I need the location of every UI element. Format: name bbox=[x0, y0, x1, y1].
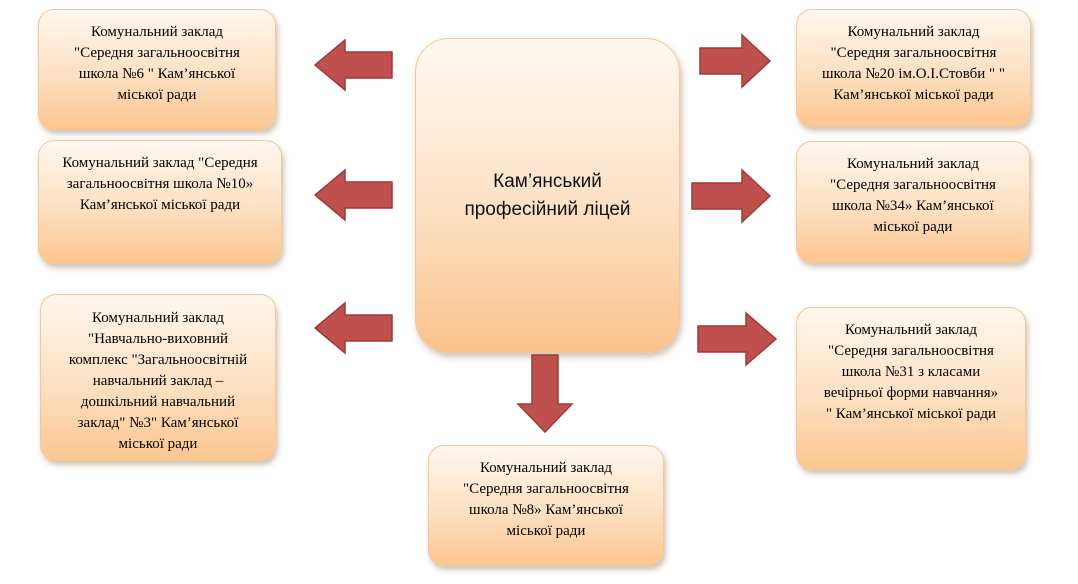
node-school-8-label: Комунальний заклад "Середня загальноосві… bbox=[463, 460, 629, 539]
arrow-to-school-10 bbox=[313, 168, 393, 222]
arrow-to-complex-3 bbox=[313, 301, 393, 355]
node-school-20-label: Комунальний заклад "Середня загальноосві… bbox=[821, 24, 1006, 103]
center-node-label: Кам’янський професійний ліцей bbox=[464, 170, 631, 220]
node-school-10: Комунальний заклад "Середня загальноосві… bbox=[38, 140, 282, 264]
node-school-8: Комунальний заклад "Середня загальноосві… bbox=[428, 445, 664, 566]
node-school-34-label: Комунальний заклад "Середня загальноосві… bbox=[830, 156, 996, 235]
arrow-to-school-6 bbox=[313, 38, 393, 92]
center-node-lyceum: Кам’янський професійний ліцей bbox=[415, 38, 680, 353]
node-complex-3: Комунальний заклад "Навчально-виховний к… bbox=[40, 294, 276, 461]
node-school-31: Комунальний заклад "Середня загальноосві… bbox=[796, 307, 1026, 470]
node-school-20: Комунальний заклад "Середня загальноосві… bbox=[796, 9, 1031, 127]
arrow-to-school-31 bbox=[697, 311, 778, 367]
node-complex-3-label: Комунальний заклад "Навчально-виховний к… bbox=[68, 310, 248, 452]
node-school-6-label: Комунальний заклад "Середня загальноосві… bbox=[74, 24, 240, 103]
arrow-to-school-8 bbox=[516, 354, 574, 434]
node-school-6: Комунальний заклад "Середня загальноосві… bbox=[38, 9, 276, 130]
node-school-34: Комунальний заклад "Середня загальноосві… bbox=[796, 141, 1030, 263]
node-school-10-label: Комунальний заклад "Середня загальноосві… bbox=[62, 155, 258, 213]
arrow-to-school-34 bbox=[691, 168, 772, 224]
arrow-to-school-20 bbox=[699, 33, 772, 89]
node-school-31-label: Комунальний заклад "Середня загальноосві… bbox=[823, 322, 999, 422]
